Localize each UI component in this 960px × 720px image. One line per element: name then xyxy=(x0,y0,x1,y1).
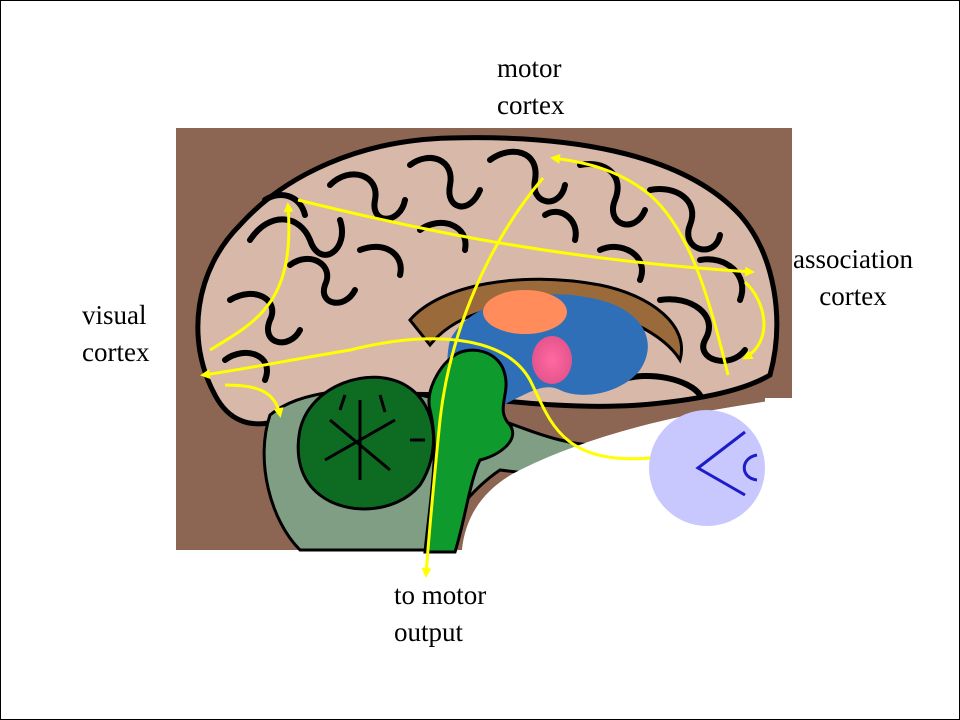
arrow-visual-down xyxy=(224,383,284,418)
arrow-motor-to-output xyxy=(421,177,545,578)
cerebellum xyxy=(296,375,435,511)
association-cortex-label: association cortex xyxy=(793,244,913,311)
arrow-eye-to-visual xyxy=(200,337,651,461)
gyri xyxy=(222,148,748,398)
brainstem xyxy=(423,348,514,554)
cerebellum-folia xyxy=(324,394,425,480)
orange-nucleus xyxy=(483,290,567,334)
arrow-visual-up xyxy=(209,202,294,352)
motor-output-label: to motor output xyxy=(394,580,487,647)
visual-cortex-label: visual cortex xyxy=(82,300,150,367)
arrow-association-to-motor xyxy=(550,153,730,376)
arrow-association-down xyxy=(742,280,766,360)
eye xyxy=(649,410,765,526)
motor-cortex-label: motor cortex xyxy=(497,53,565,120)
eye-lens xyxy=(695,430,746,497)
thalamus xyxy=(532,336,572,384)
pathway-arrows xyxy=(200,153,766,578)
